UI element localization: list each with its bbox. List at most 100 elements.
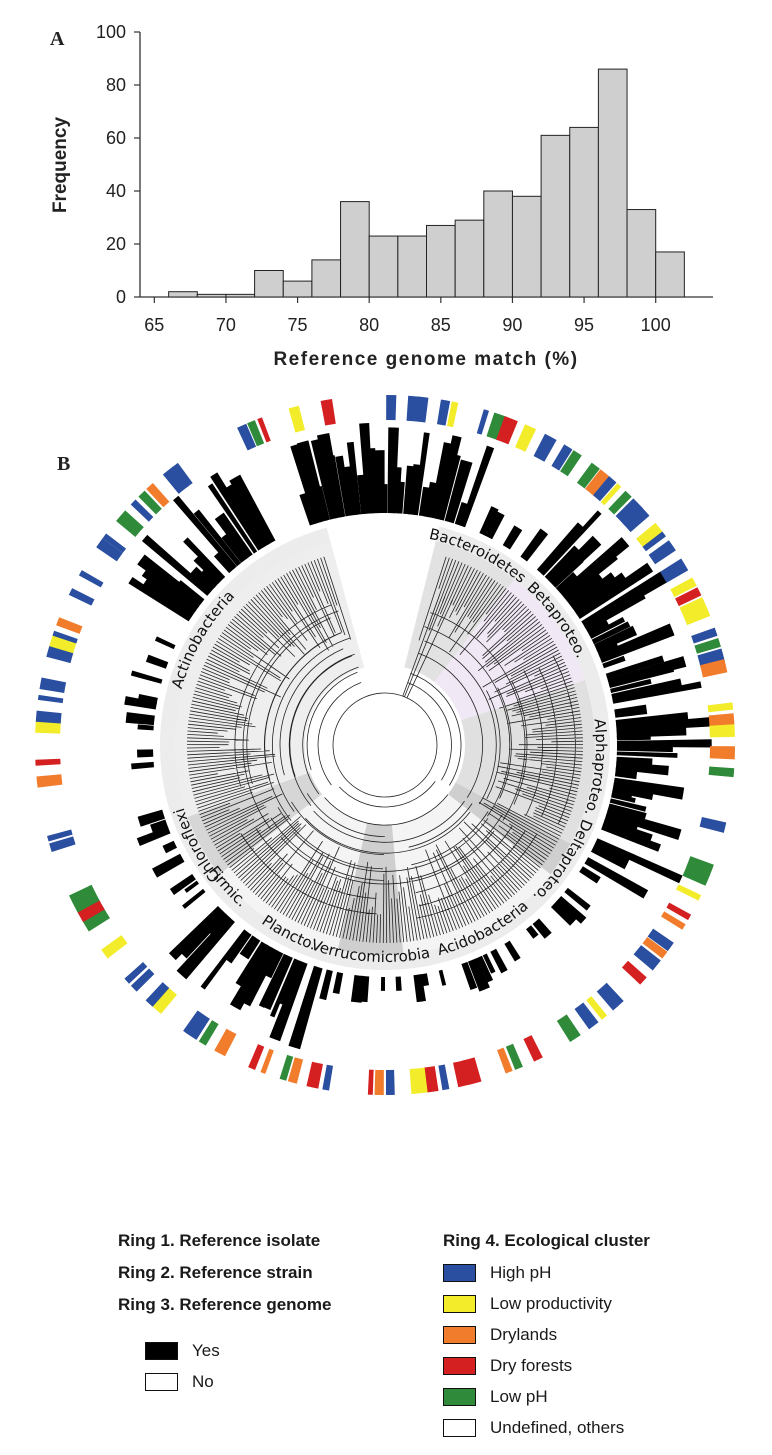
cluster-ring-segment [700, 659, 728, 678]
cluster-ring-segment [257, 417, 271, 443]
reference-ring-bar [141, 567, 200, 613]
cluster-ring-segment [615, 498, 643, 526]
cluster-ring-segment [675, 587, 702, 607]
reference-ring-bar [200, 929, 248, 990]
reference-ring-bar [229, 944, 274, 1011]
reference-ring-bar [190, 566, 217, 592]
cluster-ring-segment [636, 522, 663, 548]
cluster-ring-segment [708, 766, 735, 778]
reference-ring-bar [193, 555, 223, 585]
cluster-ring-segment [647, 928, 674, 952]
reference-ring-bar [403, 465, 416, 515]
reference-ring-bar [137, 809, 165, 827]
cluster-ring-segment [81, 907, 110, 932]
reference-ring-bar [199, 567, 221, 588]
reference-ring-bar [290, 443, 323, 524]
reference-ring-bar [380, 976, 385, 991]
reference-ring-bar [482, 953, 496, 974]
cluster-ring-segment [306, 1061, 323, 1089]
reference-ring-bar [214, 512, 253, 560]
reference-ring-bar [270, 958, 298, 1018]
histogram-bar [426, 224, 456, 298]
reference-ring-bar [614, 704, 648, 718]
reference-ring-bar [591, 621, 631, 645]
cluster-ring-segment [523, 1035, 543, 1062]
reference-ring-bar [184, 880, 199, 893]
cluster-ring-segment [183, 1010, 202, 1034]
cluster-ring-segment [453, 1060, 471, 1088]
reference-ring-bar [210, 472, 264, 551]
cluster-ring-segment [68, 588, 95, 606]
reference-ring-bar [141, 534, 212, 596]
reference-ring-bar [208, 913, 231, 938]
cluster-ring-segment [593, 476, 617, 502]
reference-ring-bar [614, 767, 638, 780]
legend-high-ph: High pH [443, 1257, 763, 1288]
cluster-ring-segment [676, 884, 702, 901]
cluster-ring-segment [162, 466, 189, 494]
reference-ring-bar [490, 948, 508, 974]
cluster-ring-segment [642, 531, 666, 552]
reference-ring-bar [590, 843, 630, 870]
cluster-ring-segment [648, 540, 676, 565]
reference-ring-bar [125, 712, 155, 726]
cluster-ring-segment [412, 1067, 428, 1094]
legend-low-ph: Low pH [443, 1381, 763, 1412]
reference-ring-bar [602, 818, 653, 843]
reference-ring-bar [262, 955, 293, 1011]
low-productivity-swatch [443, 1294, 476, 1313]
reference-ring-bar [504, 940, 521, 962]
histogram-bar [540, 134, 571, 298]
cluster-ring-segment [247, 420, 265, 447]
ring-1-label: Ring 1. Reference isolate [118, 1231, 321, 1250]
reference-ring-bar [520, 528, 549, 562]
reference-ring-bar [461, 961, 478, 991]
cluster-legend-title: Ring 4. Ecological cluster [443, 1231, 650, 1250]
cluster-ring-segment [642, 936, 668, 959]
reference-ring-bar [610, 678, 652, 693]
cluster-ring-segment [78, 570, 104, 588]
reference-ring-bar [310, 438, 338, 520]
cluster-ring-segment [320, 399, 336, 426]
cluster-ring-segment [39, 677, 67, 694]
cluster-ring-segment [574, 1002, 599, 1030]
reference-ring-bar [616, 734, 651, 741]
reference-ring-bar [616, 717, 711, 732]
reference-ring-bar [193, 509, 242, 567]
cluster-ring-segment [699, 817, 727, 833]
cluster-ring-segment [260, 1048, 274, 1074]
cluster-ring-segment [409, 1068, 417, 1094]
cluster-ring-segment [49, 836, 76, 852]
histogram-bars [168, 68, 685, 298]
histogram-bar [483, 190, 513, 298]
cluster-ring-segment [686, 856, 714, 877]
cluster-ring-segment [691, 627, 718, 644]
cluster-ring-segment [96, 538, 123, 562]
cluster-ring-segment [679, 597, 708, 618]
cluster-ring-segment [214, 1028, 237, 1057]
reference-ring-bar [540, 510, 602, 576]
legend-yes-label: Yes [192, 1340, 220, 1360]
reference-ring-bar [575, 562, 654, 619]
cluster-ring-segment [660, 558, 689, 583]
cluster-ring-segment [279, 1054, 294, 1081]
reference-ring-bar [315, 485, 330, 521]
reference-ring-bar [459, 445, 495, 528]
no-swatch [145, 1372, 178, 1391]
clade-wedge [404, 541, 515, 682]
legend-drylands-label: Drylands [490, 1324, 558, 1344]
reference-ring-bar [536, 522, 586, 575]
cluster-ring-segment [708, 713, 735, 727]
legend-undefined-label: Undefined, others [490, 1417, 625, 1437]
reference-ring-bar [343, 466, 358, 516]
cluster-ring-segment [438, 1064, 450, 1091]
reference-ring-bar [213, 550, 235, 574]
ring-3-label: Ring 3. Reference genome [118, 1295, 332, 1314]
phylogenetic-tree [186, 556, 584, 944]
reference-ring-bar [264, 950, 284, 979]
x-axis-label: Reference genome match (%) [273, 349, 578, 370]
reference-ring-bar [589, 617, 626, 639]
histogram-bar [511, 195, 542, 298]
x-tick-label: 70 [216, 315, 236, 335]
